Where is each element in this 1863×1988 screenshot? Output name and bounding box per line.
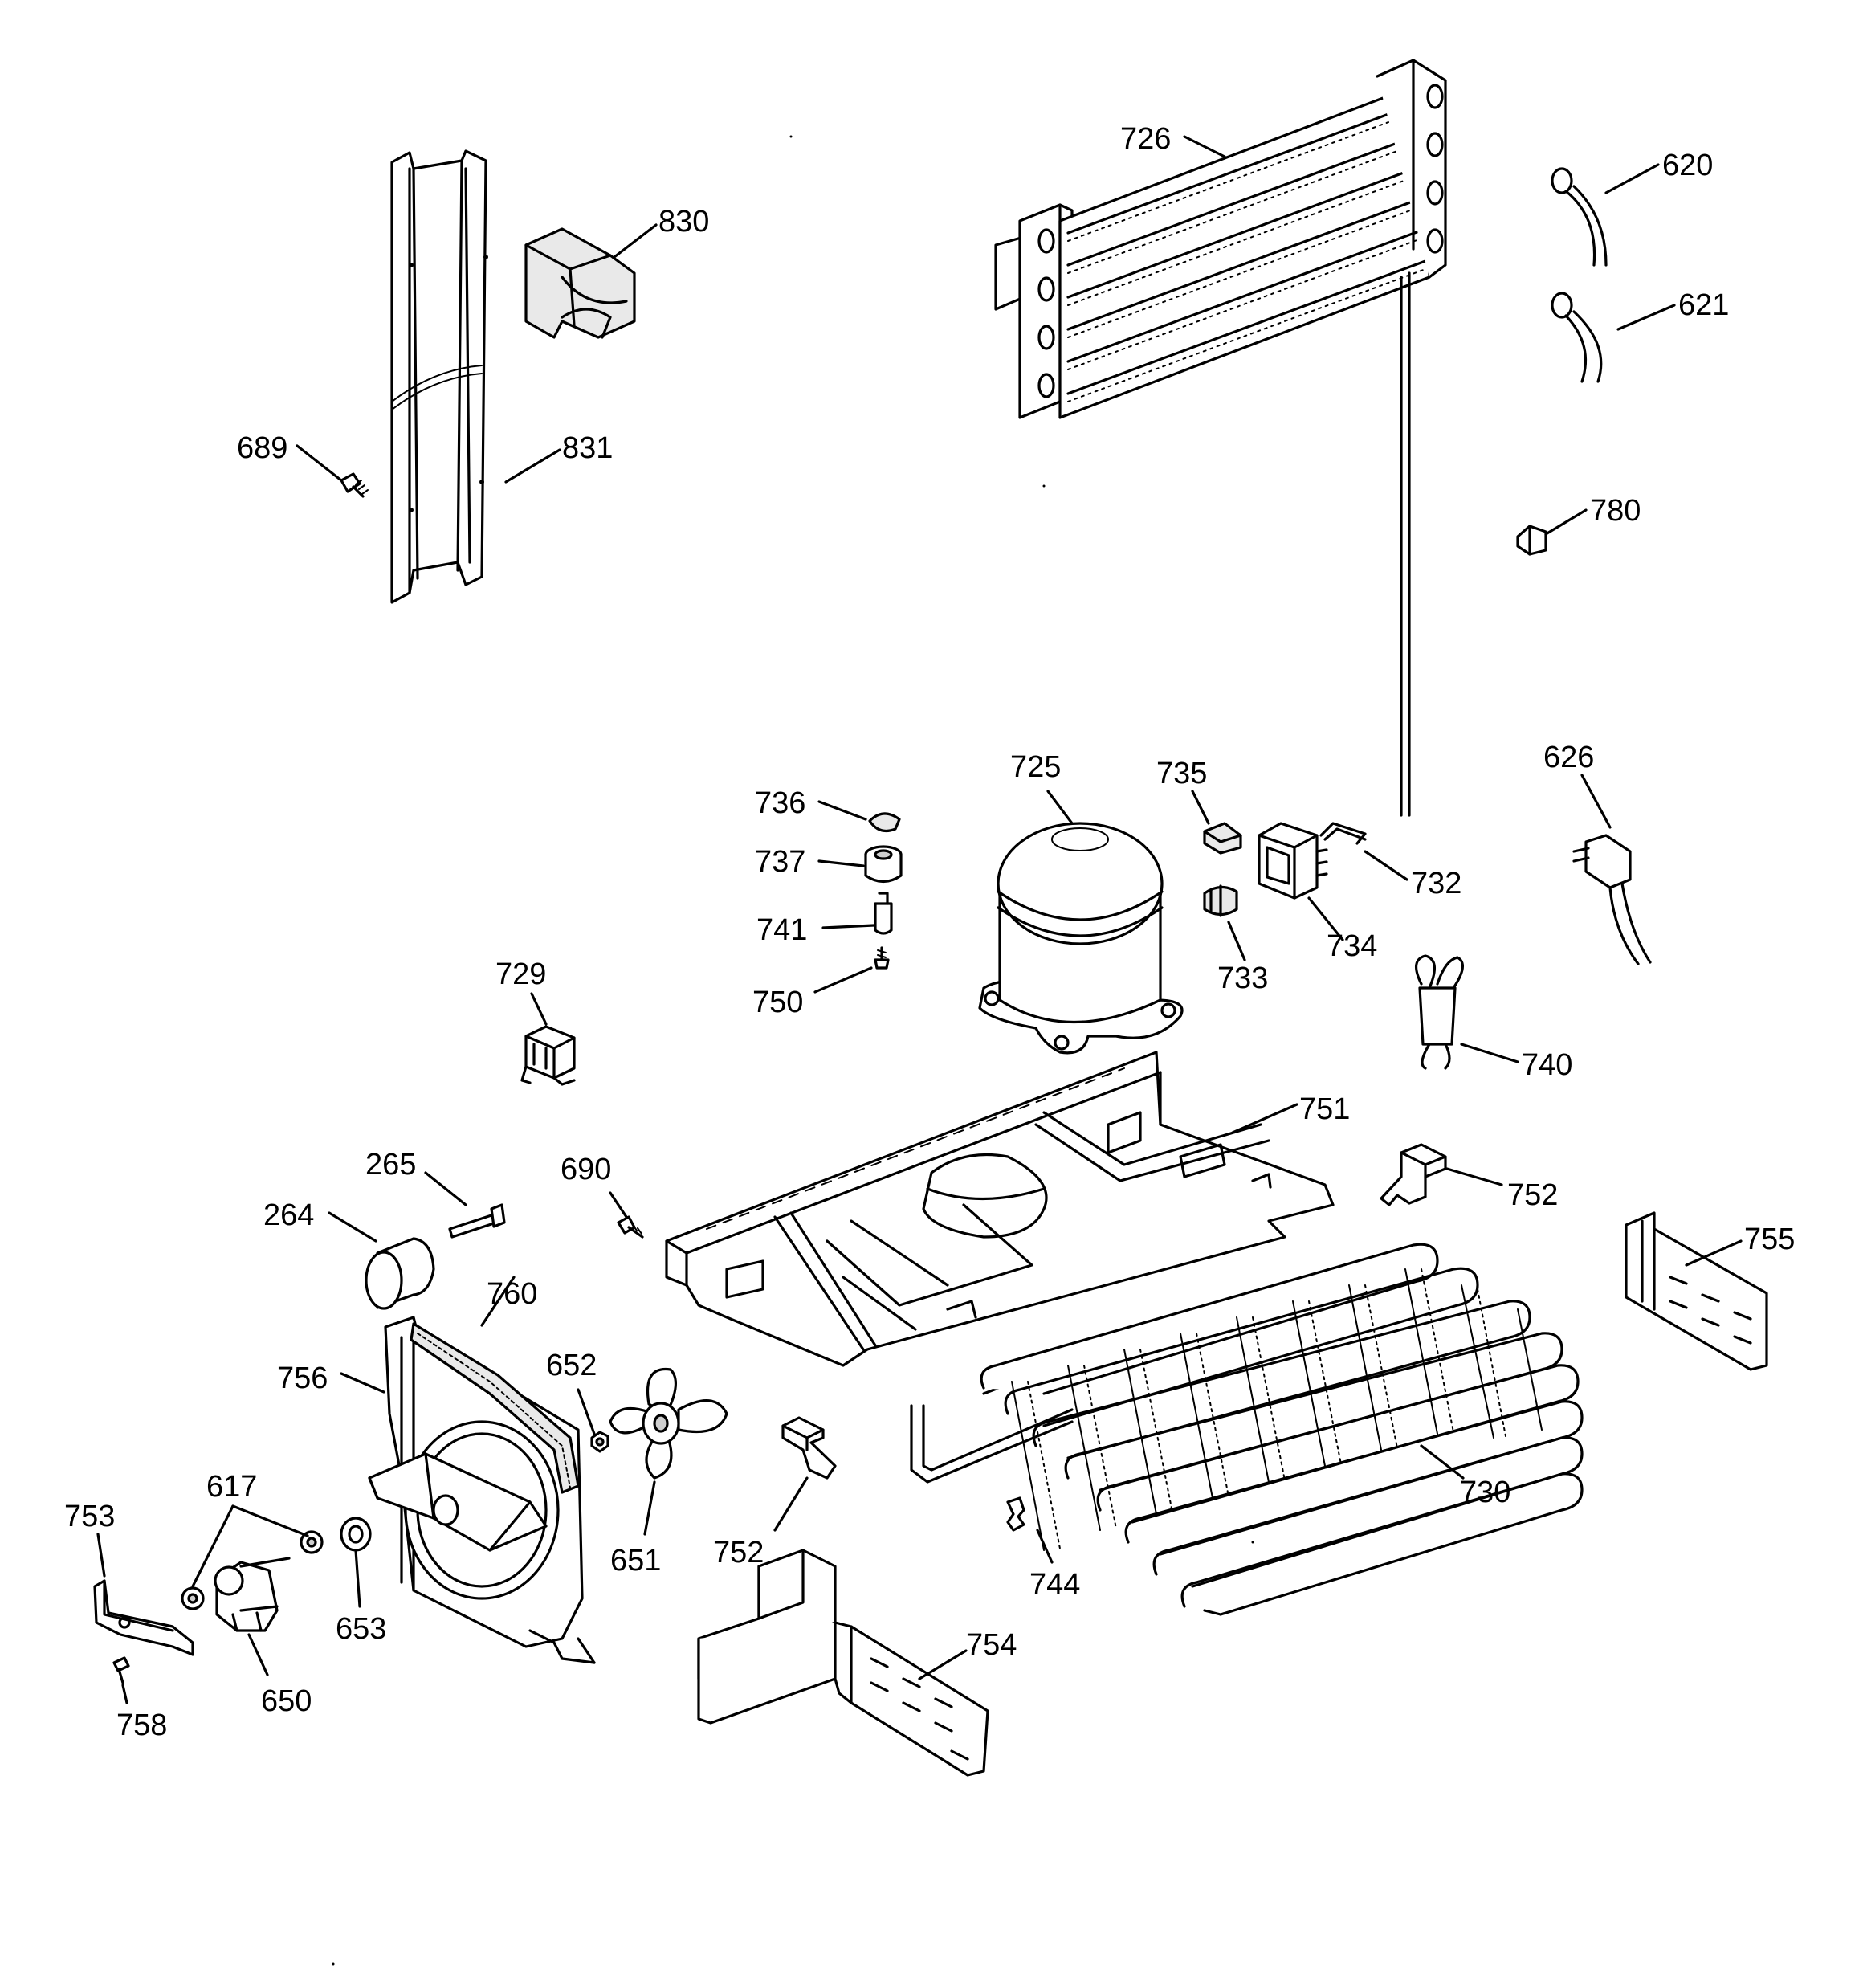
callout-733: 733 bbox=[1217, 961, 1268, 995]
part-617-grommet bbox=[181, 1530, 324, 1610]
callout-626: 626 bbox=[1543, 741, 1594, 774]
leader-lines bbox=[96, 135, 1743, 1704]
part-651-fan-blade bbox=[609, 1367, 728, 1480]
part-652-nut bbox=[590, 1431, 609, 1453]
callout-752: 752 bbox=[1507, 1178, 1558, 1212]
callout-617: 617 bbox=[206, 1470, 257, 1504]
part-750-screw bbox=[874, 946, 890, 970]
part-732-clip bbox=[1319, 822, 1367, 845]
callout-620: 620 bbox=[1662, 149, 1713, 182]
part-744-clip bbox=[1006, 1496, 1025, 1532]
part-741-stud bbox=[874, 892, 893, 935]
callout-651: 651 bbox=[610, 1544, 661, 1578]
callout-265: 265 bbox=[365, 1148, 416, 1182]
part-740-drier bbox=[1415, 954, 1464, 1070]
callout-760: 760 bbox=[487, 1277, 537, 1311]
callout-756: 756 bbox=[277, 1361, 328, 1395]
callout-752-center: 752 bbox=[713, 1536, 764, 1570]
part-755-support bbox=[1625, 1211, 1768, 1371]
part-726-evaporator bbox=[994, 59, 1447, 817]
callout-754: 754 bbox=[966, 1628, 1017, 1662]
part-754-support bbox=[697, 1549, 989, 1777]
callout-751: 751 bbox=[1299, 1092, 1350, 1126]
callout-652: 652 bbox=[546, 1349, 597, 1382]
part-751-mounting-plate bbox=[665, 1051, 1335, 1367]
callout-750: 750 bbox=[752, 986, 803, 1019]
part-753-motor-bracket bbox=[93, 1579, 194, 1656]
part-737-grommet bbox=[864, 845, 903, 884]
part-752-bracket-right bbox=[1380, 1143, 1447, 1206]
callout-730: 730 bbox=[1460, 1476, 1510, 1509]
part-620-wire-harness bbox=[1551, 167, 1608, 267]
callout-650: 650 bbox=[261, 1684, 312, 1718]
callout-780: 780 bbox=[1590, 494, 1641, 528]
callout-726: 726 bbox=[1120, 122, 1171, 156]
part-780-clip bbox=[1516, 525, 1547, 556]
callout-264: 264 bbox=[263, 1198, 314, 1232]
part-689-screw bbox=[340, 472, 369, 498]
part-729-capacitor-bracket bbox=[520, 1025, 576, 1086]
part-626-power-cord bbox=[1572, 834, 1652, 965]
part-758-screw bbox=[112, 1656, 130, 1684]
callout-732: 732 bbox=[1411, 867, 1461, 900]
callout-689: 689 bbox=[237, 431, 287, 465]
callout-735: 735 bbox=[1156, 757, 1207, 790]
part-734-relay bbox=[1258, 822, 1328, 900]
part-760-seal bbox=[410, 1322, 580, 1494]
part-733-overload-protector bbox=[1203, 884, 1238, 917]
callout-621: 621 bbox=[1678, 288, 1729, 322]
part-735-overload-cover bbox=[1203, 822, 1242, 855]
part-621-wire-harness bbox=[1551, 292, 1603, 383]
part-265-bolt bbox=[448, 1203, 506, 1239]
callout-830: 830 bbox=[658, 205, 709, 239]
part-264-capacitor bbox=[365, 1237, 435, 1310]
part-831-divider-channel bbox=[390, 149, 488, 604]
callout-734: 734 bbox=[1327, 929, 1377, 963]
part-725-compressor bbox=[978, 822, 1184, 1055]
callout-831: 831 bbox=[562, 431, 613, 465]
callout-741: 741 bbox=[756, 913, 807, 947]
callout-753: 753 bbox=[64, 1500, 115, 1533]
part-830-shield bbox=[524, 227, 636, 339]
part-730-condenser bbox=[910, 1243, 1584, 1616]
part-736-grommet-clip bbox=[868, 812, 901, 832]
callout-740: 740 bbox=[1522, 1048, 1572, 1082]
callout-729: 729 bbox=[495, 957, 546, 991]
callout-755: 755 bbox=[1744, 1223, 1795, 1256]
callout-758: 758 bbox=[116, 1708, 167, 1742]
callout-737: 737 bbox=[755, 845, 805, 879]
callout-725: 725 bbox=[1010, 750, 1061, 784]
part-756-fan-shroud bbox=[368, 1316, 596, 1664]
part-653-grommet bbox=[340, 1517, 372, 1552]
part-690-screw bbox=[617, 1215, 644, 1239]
callout-736: 736 bbox=[755, 786, 805, 820]
part-650-fan-motor bbox=[214, 1557, 291, 1632]
callout-690: 690 bbox=[561, 1153, 611, 1186]
part-752-bracket-center bbox=[781, 1416, 837, 1480]
callout-744: 744 bbox=[1029, 1568, 1080, 1602]
callout-labels: 726 830 831 689 620 621 780 626 725 736 … bbox=[64, 122, 1795, 1742]
callout-653: 653 bbox=[336, 1612, 386, 1646]
